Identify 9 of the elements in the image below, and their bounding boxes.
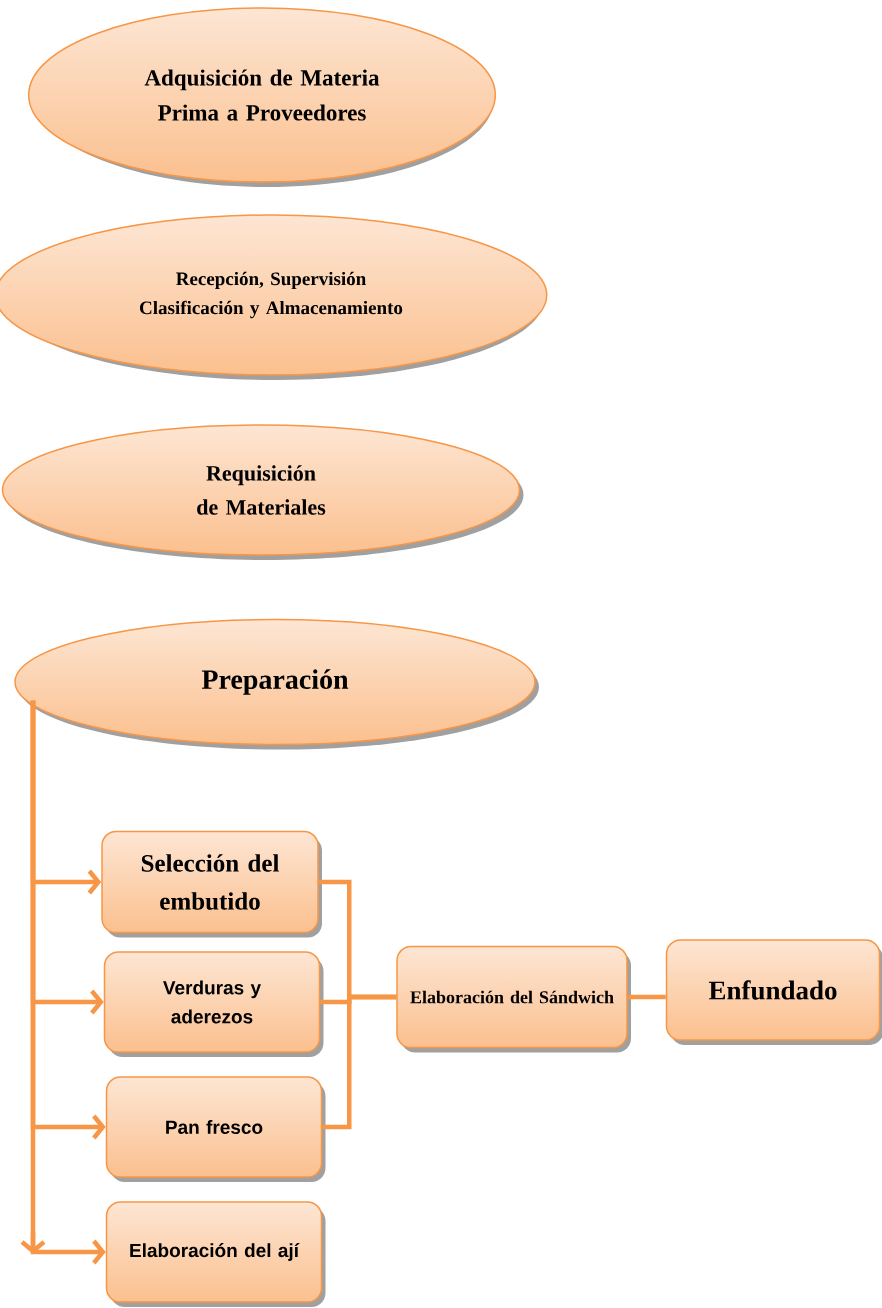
connector-line: [627, 994, 666, 1000]
process-box: Verduras y aderezos: [103, 951, 324, 1057]
connector-line: [322, 994, 397, 1130]
process-box: Selección del embutido: [101, 830, 322, 938]
process-box: Pan fresco: [105, 1076, 326, 1182]
arrow: [20, 700, 106, 1265]
process-box: Elaboración del Sándwich: [396, 945, 631, 1053]
process-box: Elaboración del ají: [105, 1201, 326, 1307]
process-box: Enfundado: [665, 939, 882, 1045]
